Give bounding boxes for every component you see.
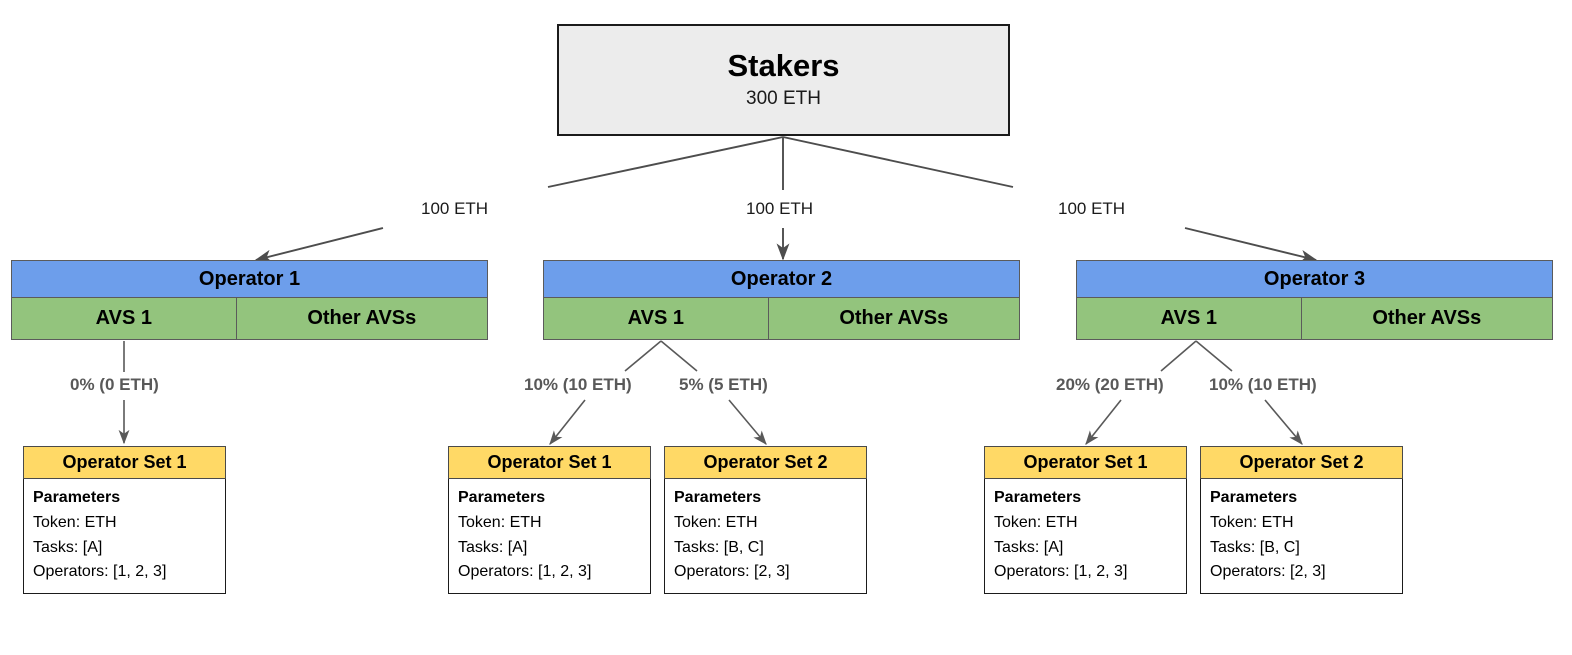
parameters-heading: Parameters: [458, 489, 546, 506]
operator-node-2[interactable]: Operator 2 AVS 1 Other AVSs: [543, 260, 1020, 340]
stakers-amount: 300 ETH: [746, 87, 821, 109]
operator-3-header: Operator 3: [1076, 260, 1553, 298]
operator-1-avs-1-cell[interactable]: AVS 1: [11, 298, 237, 340]
parameter-tasks: Tasks: [A]: [33, 538, 103, 556]
stakers-title: Stakers: [727, 47, 840, 83]
operator-1-header: Operator 1: [11, 260, 488, 298]
parameter-operators: Operators: [1, 2, 3]: [994, 563, 1128, 581]
operator-set-title-op2-set2: Operator Set 2: [664, 446, 867, 479]
edge-stakers-to-operator-1: [254, 136, 784, 263]
parameter-operators: Operators: [2, 3]: [674, 563, 790, 581]
operator-set-title-op2-set1: Operator Set 1: [448, 446, 651, 479]
parameter-tasks: Tasks: [B, C]: [674, 538, 764, 556]
stake-edge-label-1: 100 ETH: [421, 199, 489, 218]
operator-3-other-avss-cell[interactable]: Other AVSs: [1301, 298, 1553, 340]
parameter-operators: Operators: [1, 2, 3]: [33, 563, 167, 581]
parameter-token: Token: ETH: [33, 513, 117, 531]
stake-edge-label-3: 100 ETH: [1058, 199, 1126, 218]
operator-set-body-op3-set2: Parameters Token: ETH Tasks: [B, C] Oper…: [1200, 479, 1403, 595]
parameter-token: Token: ETH: [458, 513, 542, 531]
allocation-label-op2-set2: 5% (5 ETH): [679, 375, 768, 394]
operator-set-card-op2-set1[interactable]: Operator Set 1 Parameters Token: ETH Tas…: [448, 446, 651, 595]
parameter-token: Token: ETH: [1210, 513, 1294, 531]
parameter-token: Token: ETH: [674, 513, 758, 531]
parameter-operators: Operators: [2, 3]: [1210, 563, 1326, 581]
parameter-tasks: Tasks: [A]: [994, 538, 1064, 556]
operator-set-card-op1-set1[interactable]: Operator Set 1 Parameters Token: ETH Tas…: [23, 446, 226, 595]
operator-set-title-op3-set1: Operator Set 1: [984, 446, 1187, 479]
edge-stakers-to-operator-3: [782, 136, 1318, 263]
operator-node-1[interactable]: Operator 1 AVS 1 Other AVSs: [11, 260, 488, 340]
operator-set-title-op3-set2: Operator Set 2: [1200, 446, 1403, 479]
operator-set-card-op3-set2[interactable]: Operator Set 2 Parameters Token: ETH Tas…: [1200, 446, 1403, 595]
operator-set-card-op3-set1[interactable]: Operator Set 1 Parameters Token: ETH Tas…: [984, 446, 1187, 595]
allocation-label-op2-set1: 10% (10 ETH): [524, 375, 632, 394]
allocation-label-op3-set2: 10% (10 ETH): [1209, 375, 1317, 394]
stake-edge-label-2: 100 ETH: [746, 199, 814, 218]
operator-set-body-op3-set1: Parameters Token: ETH Tasks: [A] Operato…: [984, 479, 1187, 595]
parameters-heading: Parameters: [674, 489, 762, 506]
parameter-tasks: Tasks: [A]: [458, 538, 528, 556]
operator-2-avs-row: AVS 1 Other AVSs: [543, 298, 1020, 340]
operator-1-avs-row: AVS 1 Other AVSs: [11, 298, 488, 340]
operator-set-card-op2-set2[interactable]: Operator Set 2 Parameters Token: ETH Tas…: [664, 446, 867, 595]
operator-1-other-avss-cell[interactable]: Other AVSs: [236, 298, 488, 340]
operator-3-avs-1-cell[interactable]: AVS 1: [1076, 298, 1302, 340]
allocation-label-op3-set1: 20% (20 ETH): [1056, 375, 1164, 394]
operator-3-avs-row: AVS 1 Other AVSs: [1076, 298, 1553, 340]
operator-set-body-op2-set1: Parameters Token: ETH Tasks: [A] Operato…: [448, 479, 651, 595]
parameters-heading: Parameters: [33, 489, 121, 506]
operator-set-body-op1-set1: Parameters Token: ETH Tasks: [A] Operato…: [23, 479, 226, 595]
operator-node-3[interactable]: Operator 3 AVS 1 Other AVSs: [1076, 260, 1553, 340]
operator-set-body-op2-set2: Parameters Token: ETH Tasks: [B, C] Oper…: [664, 479, 867, 595]
operator-2-avs-1-cell[interactable]: AVS 1: [543, 298, 769, 340]
allocation-label-op1-set1: 0% (0 ETH): [70, 375, 159, 394]
stakers-node[interactable]: Stakers 300 ETH: [557, 24, 1010, 136]
operator-set-title-op1-set1: Operator Set 1: [23, 446, 226, 479]
parameter-token: Token: ETH: [994, 513, 1078, 531]
parameter-operators: Operators: [1, 2, 3]: [458, 563, 592, 581]
operator-2-other-avss-cell[interactable]: Other AVSs: [768, 298, 1020, 340]
parameters-heading: Parameters: [994, 489, 1082, 506]
parameter-tasks: Tasks: [B, C]: [1210, 538, 1300, 556]
parameters-heading: Parameters: [1210, 489, 1298, 506]
operator-2-header: Operator 2: [543, 260, 1020, 298]
